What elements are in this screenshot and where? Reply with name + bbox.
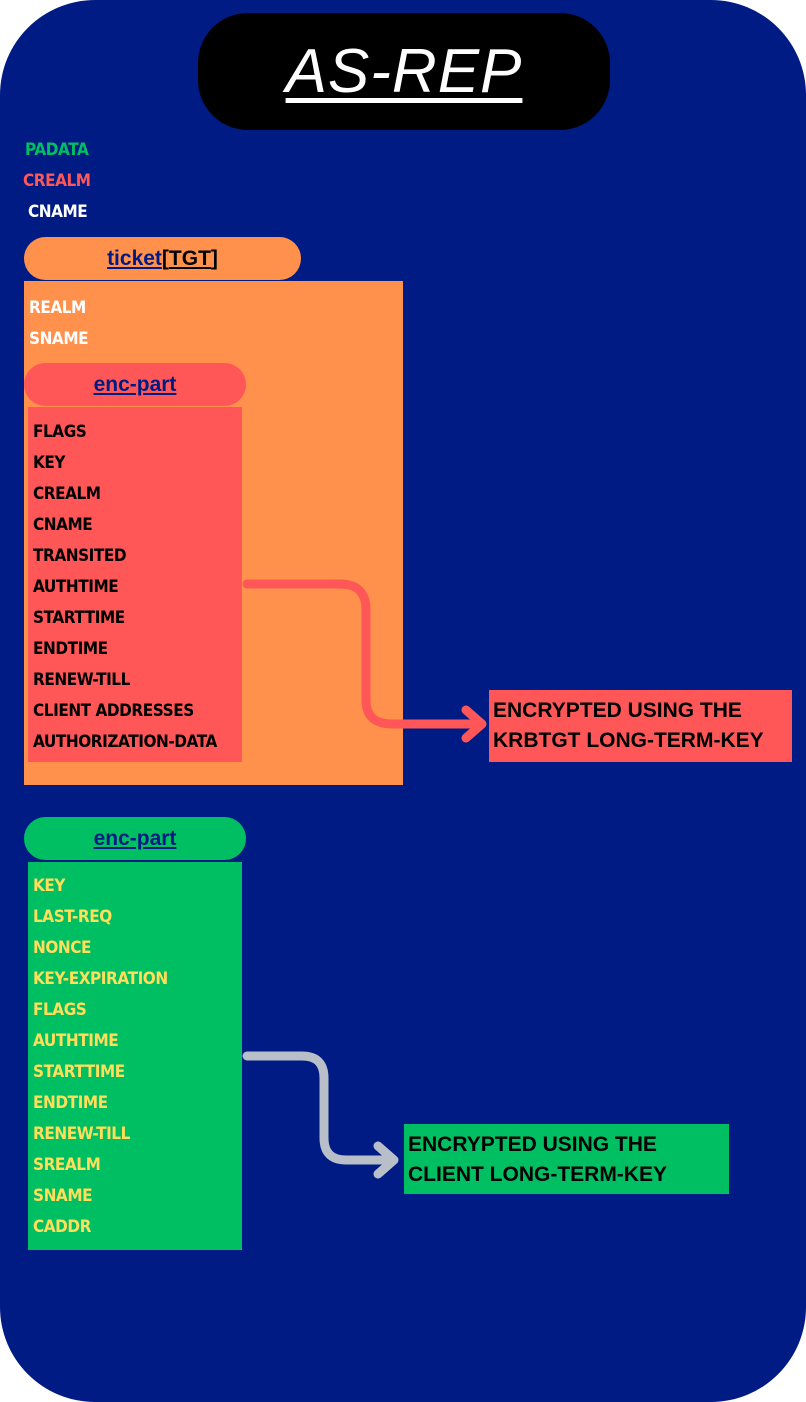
arrow-ticket-enc (242, 579, 487, 743)
field-item: RENEW-TILL (33, 1124, 130, 1144)
note-line: CLIENT LONG-TERM-KEY (408, 1163, 667, 1186)
note-line: ENCRYPTED USING THE (408, 1133, 657, 1156)
field-padata: PADATA (25, 140, 89, 160)
field-item: SNAME (33, 1186, 93, 1206)
bracket-close: ] (210, 246, 218, 270)
field-item: AUTHORIZATION-DATA (33, 732, 217, 752)
field-cname: CNAME (28, 202, 88, 222)
field-item: CLIENT ADDRESSES (33, 701, 194, 721)
field-item: STARTTIME (33, 1062, 125, 1082)
bracket-open: [ (161, 246, 169, 270)
field-item: ENDTIME (33, 1093, 108, 1113)
ticket-field-realm: REALM (29, 298, 86, 318)
field-item: SREALM (33, 1155, 101, 1175)
krbtgt-key-note: ENCRYPTED USING THE KRBTGT LONG-TERM-KEY (489, 690, 792, 762)
ticket-enc-part-box: FLAGS KEY CREALM CNAME TRANSITED AUTHTIME STAR… (28, 407, 242, 762)
ticket-enc-part-label: enc-part (93, 372, 177, 396)
field-item: AUTHTIME (33, 1031, 119, 1051)
field-item: NONCE (33, 938, 92, 958)
field-item: STARTTIME (33, 608, 125, 628)
field-item: LAST-REQ (33, 907, 112, 927)
field-item: AUTHTIME (33, 577, 119, 597)
field-item: CREALM (33, 484, 101, 504)
field-item: CNAME (33, 515, 93, 535)
enc-part-fields: KEY LAST-REQ NONCE KEY-EXPIRATION FLAGS AUTHT… (33, 871, 221, 1243)
diagram-title: AS-REP (285, 37, 523, 106)
client-key-note: ENCRYPTED USING THE CLIENT LONG-TERM-KEY (404, 1124, 729, 1194)
ticket-label: ticket (107, 246, 162, 270)
field-item: ENDTIME (33, 639, 108, 659)
enc-part-box: KEY LAST-REQ NONCE KEY-EXPIRATION FLAGS AUTHT… (28, 862, 242, 1250)
enc-part-header: enc-part (24, 817, 246, 860)
ticket-enc-part-fields: FLAGS KEY CREALM CNAME TRANSITED AUTHTIME STAR… (33, 417, 221, 758)
field-item: FLAGS (33, 422, 87, 442)
note-line: ENCRYPTED USING THE (493, 699, 742, 722)
field-item: FLAGS (33, 1000, 87, 1020)
ticket-enc-part-header: enc-part (24, 363, 246, 406)
note-line: KRBTGT LONG-TERM-KEY (493, 729, 764, 752)
field-item: CADDR (33, 1217, 92, 1237)
field-item: KEY-EXPIRATION (33, 969, 168, 989)
arrow-enc-part (242, 1051, 399, 1179)
tgt-label: TGT (168, 246, 211, 270)
field-item: KEY (33, 876, 66, 896)
ticket-header: ticket[TGT] (24, 237, 301, 280)
ticket-field-sname: SNAME (29, 329, 89, 349)
enc-part-label: enc-part (93, 826, 177, 850)
field-crealm: CREALM (23, 171, 91, 191)
field-item: TRANSITED (33, 546, 127, 566)
title-banner: AS-REP (198, 13, 610, 130)
field-item: RENEW-TILL (33, 670, 130, 690)
field-item: KEY (33, 453, 66, 473)
